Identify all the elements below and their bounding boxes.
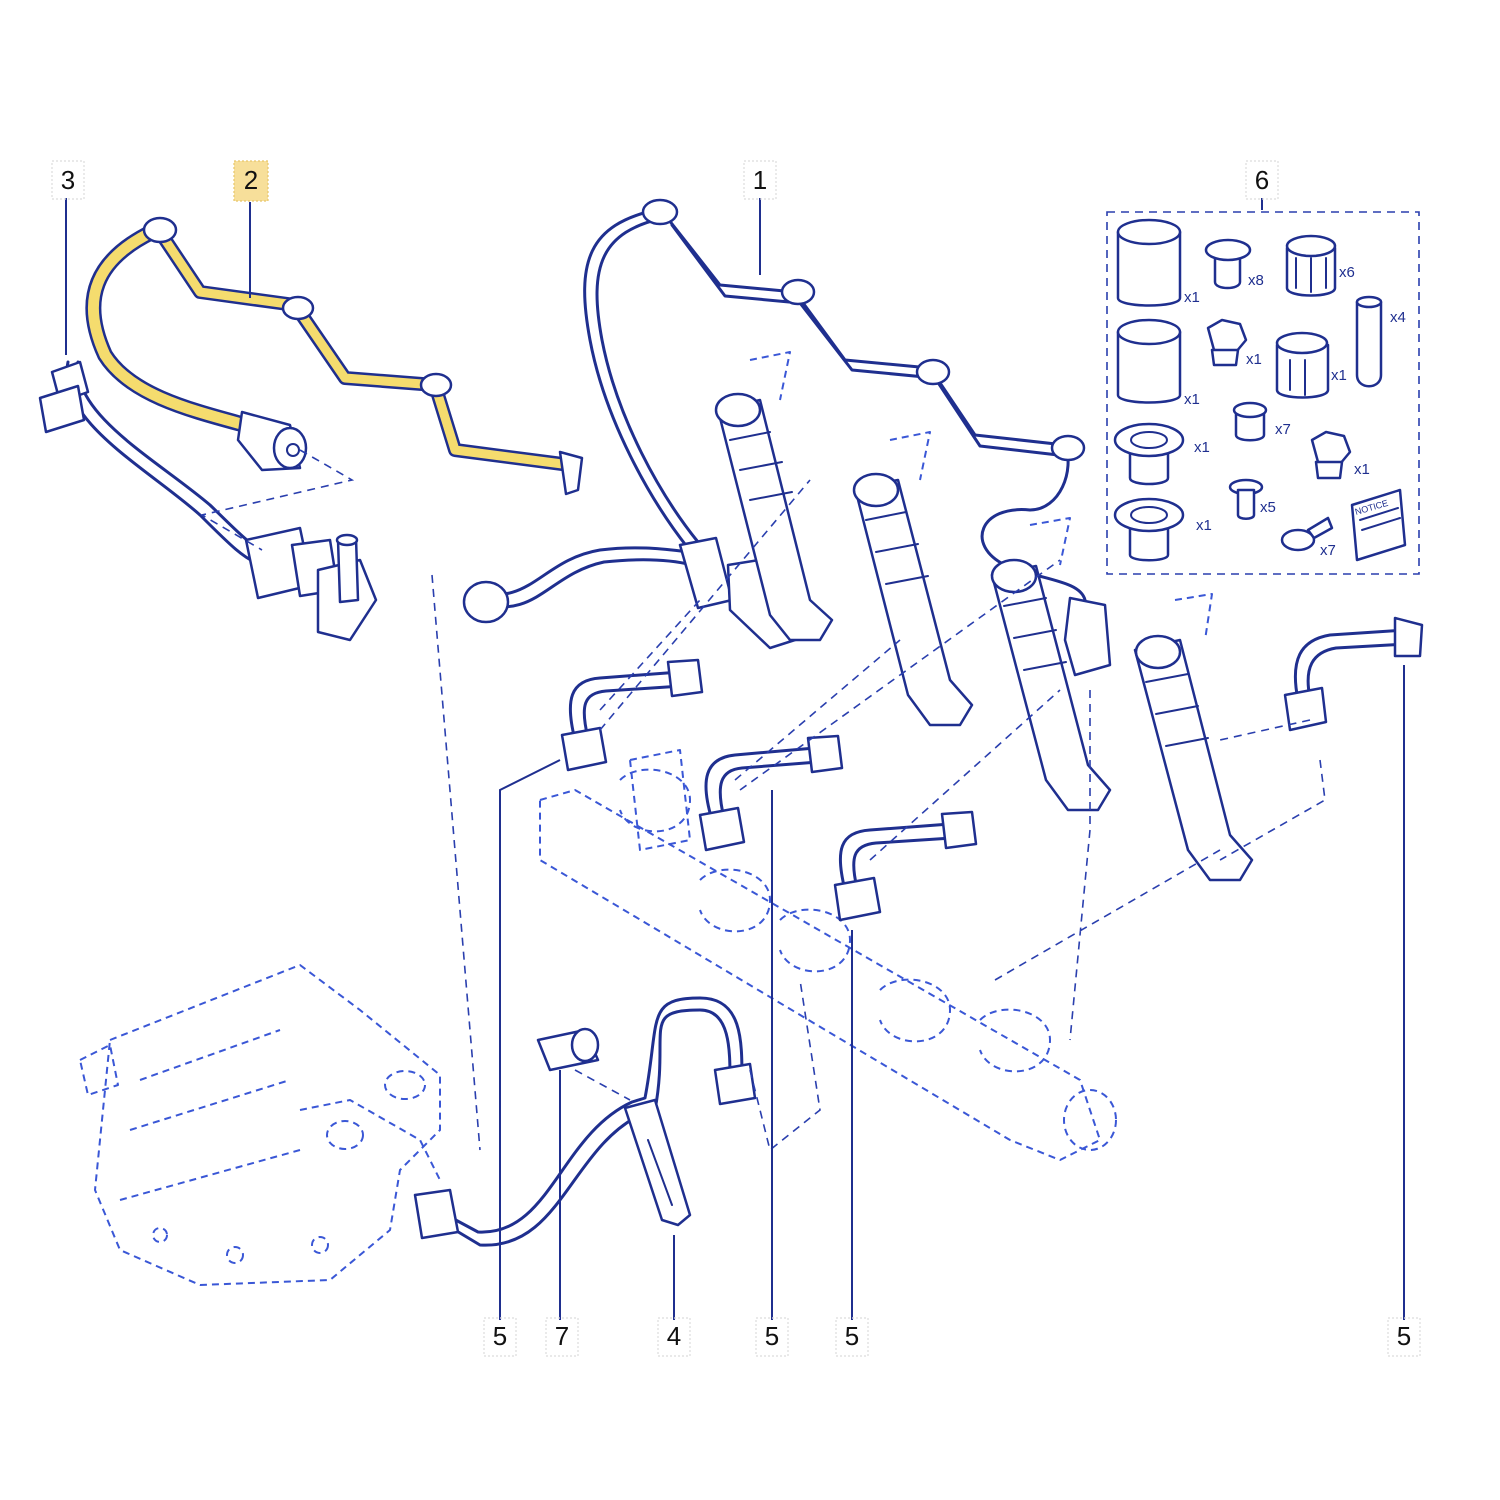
leader-lines [65, 198, 1405, 1320]
kit-item-cap-medium [1275, 331, 1330, 399]
callout-label: 2 [244, 165, 258, 195]
callout-label: 3 [61, 165, 75, 195]
kit-qty: x1 [1194, 439, 1210, 456]
callout-5: 5 [1387, 1317, 1421, 1357]
alignment-line [431, 574, 821, 1152]
kit-item-cap-small [1232, 401, 1268, 442]
part-3-return-hose [38, 360, 378, 642]
callout-1: 1 [743, 160, 777, 200]
kit-qty: x1 [1184, 391, 1200, 408]
kit-item-flange-seal-2 [1113, 497, 1185, 562]
part-7-sleeve [536, 1027, 631, 1101]
callout-label: 5 [765, 1321, 779, 1351]
alignment-line [599, 479, 1326, 1041]
callout-label: 5 [493, 1321, 507, 1351]
callout-label: 1 [753, 165, 767, 195]
kit-qty: x1 [1184, 289, 1200, 306]
kit-item-hex-nut [1310, 430, 1352, 480]
callout-7: 7 [545, 1317, 579, 1357]
part-5-injector-pipes [413, 616, 1424, 1247]
part-2-leakoff-pipe [85, 216, 584, 496]
kit-item-pin [1228, 478, 1264, 520]
kit-item-hex-plug [1206, 318, 1248, 367]
kit-item-plug-small [1204, 238, 1252, 290]
callout-label: 5 [845, 1321, 859, 1351]
kit-qty: x1 [1331, 367, 1347, 384]
kit-qty: x7 [1275, 421, 1291, 438]
injectors [714, 351, 1254, 882]
fuel-rail [539, 749, 1117, 1161]
kit-qty: x4 [1390, 309, 1406, 326]
callout-6: 6 [1245, 160, 1279, 200]
kit-item-cap-large [1285, 234, 1337, 297]
kit-qty: x1 [1354, 461, 1370, 478]
callout-2: 2 [233, 160, 269, 202]
kit-item-washer-tab [1280, 516, 1334, 552]
kit-qty: x5 [1260, 499, 1276, 516]
callout-5: 5 [835, 1317, 869, 1357]
kit-item-cup-large [1116, 218, 1182, 307]
alignment-line [199, 449, 355, 551]
kit-qty: x7 [1320, 542, 1336, 559]
kit-qty: x1 [1246, 351, 1262, 368]
kit-frame [1106, 211, 1420, 575]
callout-3: 3 [51, 160, 85, 200]
kit-qty: x1 [1196, 517, 1212, 534]
callout-label: 6 [1255, 165, 1269, 195]
kit-item-cup-medium [1116, 318, 1182, 404]
callout-5: 5 [483, 1317, 517, 1357]
kit-item-flange-seal [1113, 422, 1185, 486]
kit-item-rod [1355, 295, 1383, 388]
callout-4: 4 [657, 1317, 691, 1357]
callout-label: 7 [555, 1321, 569, 1351]
callout-label: 4 [667, 1321, 681, 1351]
kit-item-notice-booklet: NOTICE [1350, 488, 1407, 562]
callout-5: 5 [755, 1317, 789, 1357]
kit-qty: x8 [1248, 272, 1264, 289]
part-4-bracket [623, 1098, 692, 1227]
kit-qty: x6 [1339, 264, 1355, 281]
callout-label: 5 [1397, 1321, 1411, 1351]
part-6-seal-kit: NOTICE x1 x8 x6 x1 x1 x1 x4 x1 x7 x1 x1 … [1106, 211, 1420, 575]
high-pressure-pump [79, 964, 441, 1286]
